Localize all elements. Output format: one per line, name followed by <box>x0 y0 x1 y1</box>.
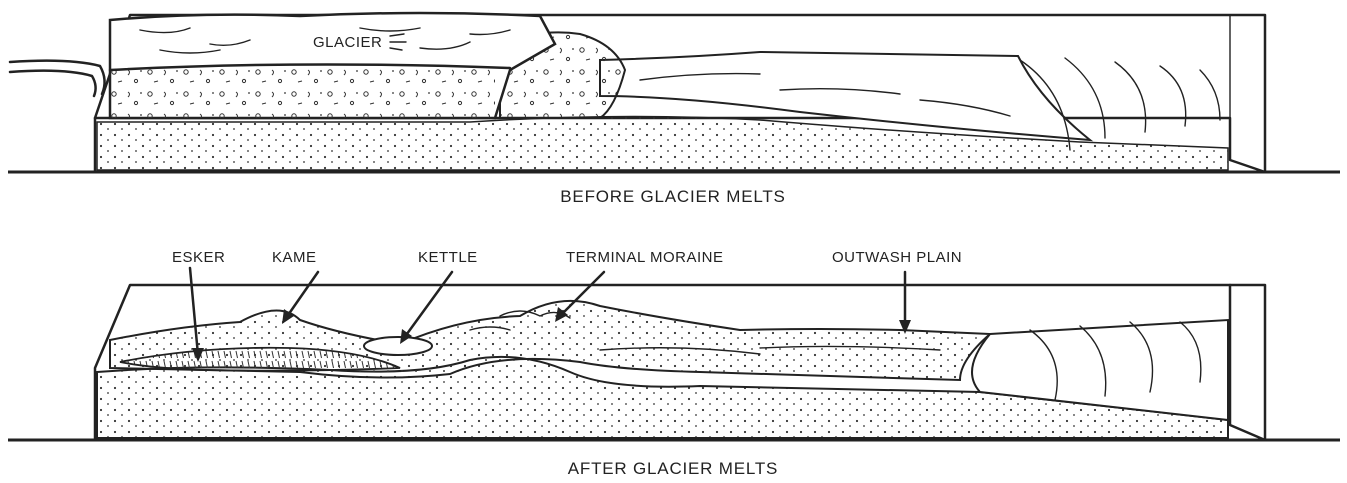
tray-inner-edge-bottom <box>1230 285 1265 440</box>
inflow-pipe-bottom <box>10 71 96 96</box>
before-panel: GLACIER <box>8 13 1340 172</box>
glacier-debris <box>110 66 495 118</box>
esker-label: ESKER <box>172 249 225 266</box>
kettle-hole <box>364 337 432 355</box>
glacier-label: GLACIER <box>313 34 382 51</box>
kame-label: KAME <box>272 249 317 266</box>
after-caption: AFTER GLACIER MELTS <box>568 459 778 478</box>
after-panel: ESKER KAME KETTLE TERMINAL MORAINE OUTWA… <box>8 249 1340 440</box>
kettle-label: KETTLE <box>418 249 478 266</box>
terminal-moraine-label: TERMINAL MORAINE <box>566 249 723 266</box>
kame-arrow-line <box>286 272 318 318</box>
inflow-pipe-top <box>10 61 105 94</box>
outwash-plain-label: OUTWASH PLAIN <box>832 249 962 266</box>
before-caption: BEFORE GLACIER MELTS <box>560 187 785 206</box>
